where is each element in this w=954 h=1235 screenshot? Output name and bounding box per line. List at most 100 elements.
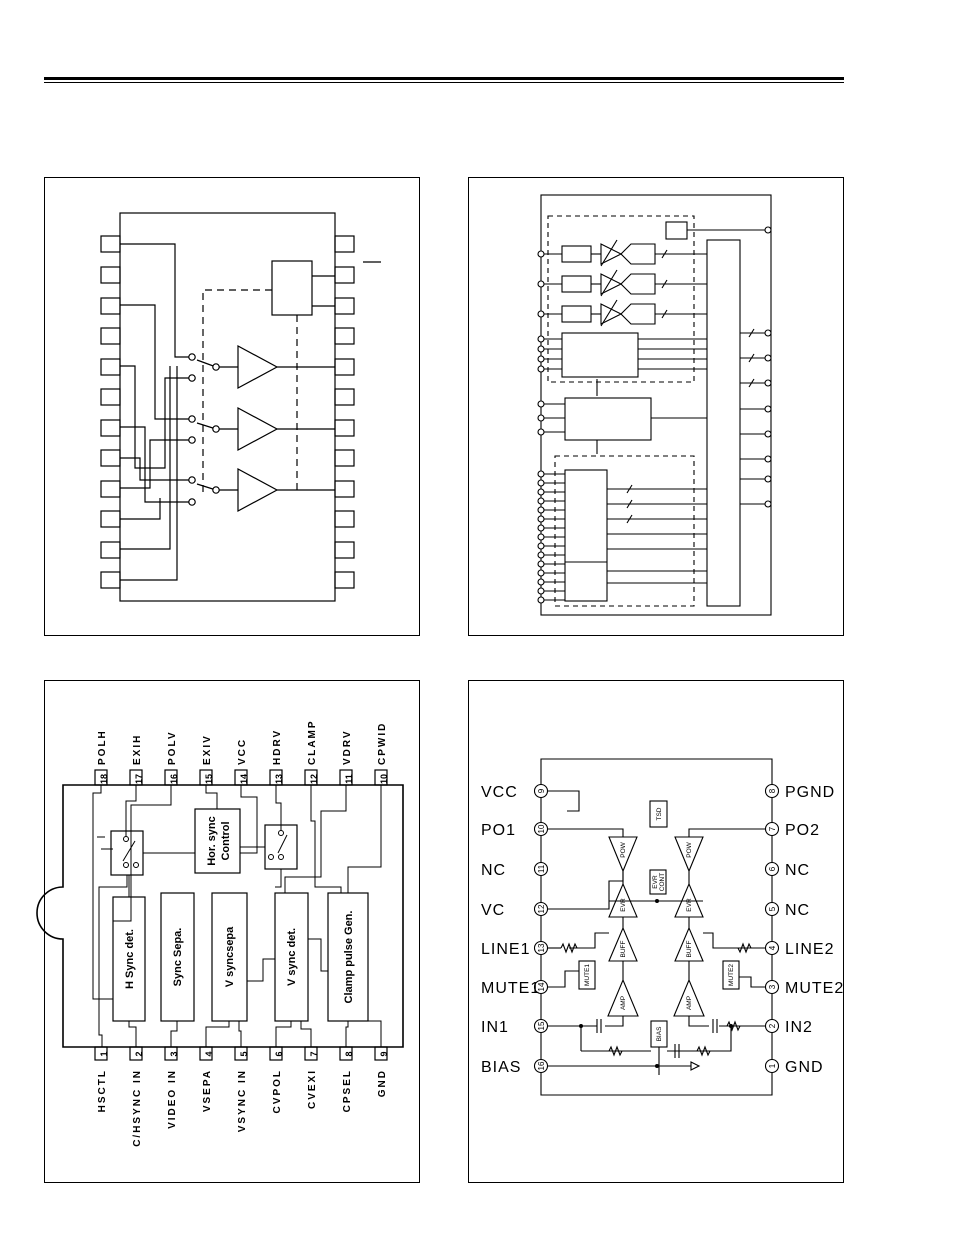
panel-sync-processor-ic: 18 17 16 15 14 13 12 11 10 POLH EXIH POL… — [36, 680, 420, 1183]
pin-num-14: 14 — [239, 774, 249, 784]
label-pow-left: POW — [620, 841, 627, 857]
header-rule-thick — [44, 77, 844, 80]
pin-label-vc: VC — [481, 902, 505, 919]
pin-num-7: 7 — [768, 826, 777, 831]
pin-num-16: 16 — [537, 1061, 546, 1070]
pin-num-11: 11 — [344, 774, 354, 784]
center-block — [564, 397, 652, 441]
logic-block — [271, 260, 313, 316]
pin-label-gnd-r: GND — [785, 1059, 824, 1076]
pin-label-chsync-in: C/HSYNC IN — [132, 1069, 143, 1147]
mid-block-upper — [561, 332, 639, 378]
pin-num-12: 12 — [537, 904, 546, 913]
vca-rows — [541, 239, 707, 327]
pin-num-15: 15 — [537, 1021, 546, 1030]
pin-label-polv: POLV — [167, 731, 178, 765]
pin-num-2: 2 — [134, 1051, 144, 1056]
label-clamp-gen: Clamp pulse Gen. — [343, 911, 355, 1004]
pin-label-cvexi: CVEXI — [307, 1069, 318, 1109]
evr-cont-box — [649, 869, 667, 895]
block-schematic — [537, 194, 772, 616]
tr-pin-circles — [537, 226, 772, 604]
label-evr-left: EVR — [620, 898, 627, 912]
pin-label-vsync-in: VSYNC IN — [237, 1069, 248, 1132]
label-mute1: MUTE1 — [584, 964, 591, 986]
label-amp-right: AMP — [686, 996, 693, 1010]
pin-label-line1: LINE1 — [481, 941, 530, 958]
label-buff-left: BUFF — [620, 940, 627, 957]
pin-num-8: 8 — [768, 788, 777, 793]
pin-label-vcc-l: VCC — [481, 784, 518, 801]
pin-label-pgnd: PGND — [785, 784, 835, 801]
panel-block-diagram — [468, 177, 844, 636]
label-sync-sepa: Sync Sepa. — [172, 928, 184, 987]
pin-label-polh: POLH — [97, 729, 108, 765]
pin-label-in1: IN1 — [481, 1019, 509, 1036]
label-evr-cont-2: CONT — [659, 873, 666, 891]
pin-num-16: 16 — [169, 774, 179, 784]
pin-label-hdrv: HDRV — [272, 729, 283, 765]
switch-amp-schematic — [100, 212, 381, 602]
pin-label-po1: PO1 — [481, 822, 516, 839]
pin-num-11: 11 — [537, 864, 546, 873]
pin-label-nc-r2: NC — [785, 902, 810, 919]
lower-block — [564, 469, 608, 602]
pin-num-13: 13 — [537, 943, 546, 952]
pin-label-cpsel: CPSEL — [342, 1069, 353, 1112]
pin-num-14: 14 — [537, 982, 546, 991]
pin-num-8: 8 — [344, 1051, 354, 1056]
pin-num-6: 6 — [274, 1051, 284, 1056]
label-buff-right: BUFF — [686, 940, 693, 957]
pin-label-in2: IN2 — [785, 1019, 813, 1036]
pin-label-hsctl: HSCTL — [97, 1069, 108, 1112]
pin-num-13: 13 — [274, 774, 284, 784]
label-v-sync-det: V sync det. — [286, 928, 298, 986]
pin-num-1: 1 — [768, 1063, 777, 1068]
pin-num-10: 10 — [537, 824, 546, 833]
amp-3 — [237, 467, 279, 513]
label-mute2: MUTE2 — [728, 964, 735, 986]
pin-label-gnd: GND — [377, 1069, 388, 1097]
right-pin-boxes — [334, 235, 355, 589]
label-tsd: TSD — [656, 807, 663, 820]
pin-num-3: 3 — [169, 1051, 179, 1056]
pin-label-vcc: VCC — [237, 738, 248, 765]
mute2-box — [722, 960, 740, 990]
pin-label-video-in: VIDEO IN — [167, 1069, 178, 1129]
pin-label-vdrv: VDRV — [342, 729, 353, 765]
pin-num-5: 5 — [239, 1051, 249, 1056]
output-bus — [706, 239, 741, 607]
label-evr-cont-1: EVR — [652, 875, 659, 889]
amp-1 — [237, 344, 279, 390]
small-top-box — [665, 221, 688, 240]
pin-num-12: 12 — [309, 774, 319, 784]
amp-2 — [237, 406, 279, 452]
left-pin-boxes — [100, 235, 121, 589]
pin-label-mute2: MUTE2 — [785, 980, 844, 997]
pin-label-cpwid: CPWID — [377, 722, 388, 765]
pin-num-7: 7 — [309, 1051, 319, 1056]
pin-num-9: 9 — [537, 788, 546, 793]
pin-label-nc-l: NC — [481, 862, 506, 879]
outer-body — [540, 194, 772, 616]
pin-num-18: 18 — [99, 774, 109, 784]
pin-num-9: 9 — [379, 1051, 389, 1056]
ic-body — [119, 212, 336, 602]
pin-label-line2: LINE2 — [785, 941, 834, 958]
pin-label-nc-r1: NC — [785, 862, 810, 879]
pin-num-4: 4 — [204, 1051, 214, 1056]
pin-num-15: 15 — [204, 774, 214, 784]
audio-ic-outline — [540, 758, 773, 1096]
pin-label-mute1: MUTE1 — [481, 980, 540, 997]
pin-num-17: 17 — [134, 774, 144, 784]
pin-num-4: 4 — [768, 945, 777, 950]
audio-amp-schematic: VCC PO1 NC VC LINE1 MUTE1 IN1 BIAS PGND … — [481, 758, 844, 1096]
label-amp-left: AMP — [620, 996, 627, 1010]
pin-label-cvpol: CVPOL — [272, 1069, 283, 1113]
pin-label-exih: EXIH — [132, 734, 143, 765]
pin-label-bias: BIAS — [481, 1059, 521, 1076]
ic-body-outline — [36, 784, 404, 1048]
dashed-group-top — [547, 215, 695, 383]
panel-audio-amp-ic: VCC PO1 NC VC LINE1 MUTE1 IN1 BIAS PGND … — [468, 680, 844, 1183]
pin-num-3: 3 — [768, 984, 777, 989]
